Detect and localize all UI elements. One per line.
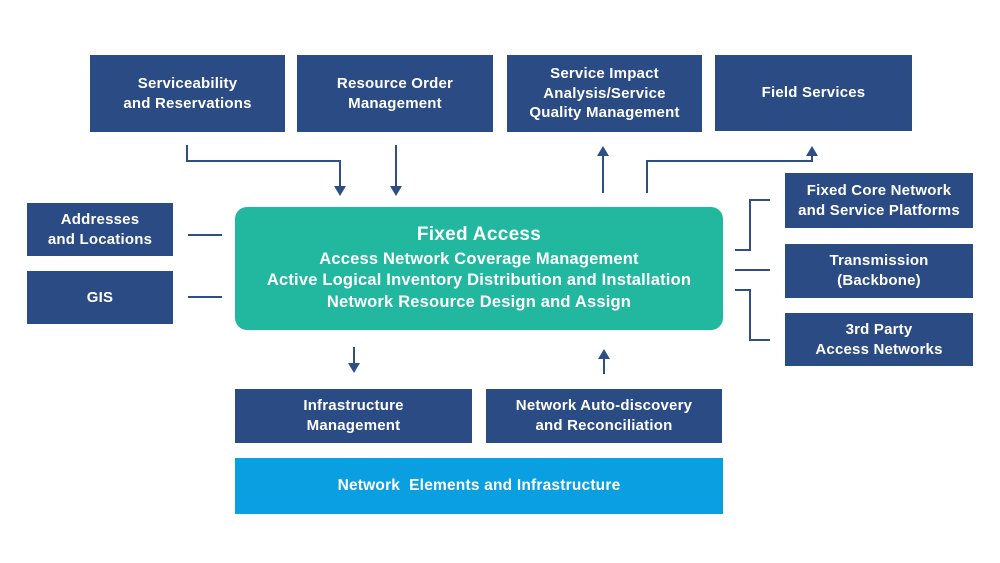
box-label: Resource Order Management xyxy=(336,74,454,112)
fixed-access-capability: Network Resource Design and Assign xyxy=(326,292,632,311)
box-label: Fixed Core Network and Service Platforms xyxy=(798,181,960,219)
box-serviceability-and-reservations: Serviceability and Reservations xyxy=(90,55,285,132)
box-label: Network Elements and Infrastructure xyxy=(337,476,621,494)
box-fixed-access: Fixed Access Access Network Coverage Man… xyxy=(235,207,723,330)
fixed-access-capability: Active Logical Inventory Distribution an… xyxy=(266,271,692,290)
box-label: Transmission (Backbone) xyxy=(829,252,929,289)
box-label: Network Auto-discovery and Reconciliatio… xyxy=(515,397,693,434)
box-label: Service Impact Analysis/Service Quality … xyxy=(529,64,680,122)
box-label: Infrastructure Management xyxy=(303,397,404,434)
box-resource-order-management: Resource Order Management xyxy=(297,55,493,132)
box-label: Addresses and Locations xyxy=(47,210,153,248)
box-label: Serviceability and Reservations xyxy=(123,74,252,112)
box-network-elements-and-infrastructure: Network Elements and Infrastructure xyxy=(235,458,723,514)
box-fixed-core-network: Fixed Core Network and Service Platforms xyxy=(785,173,973,228)
connector-fixed-access-to-fixed-core xyxy=(735,199,770,251)
connector-fixed-access-to-3rd-party xyxy=(735,289,770,341)
arrowhead-up-icon xyxy=(597,146,609,156)
box-label: GIS xyxy=(86,288,114,306)
box-label: 3rd Party Access Networks xyxy=(815,320,943,358)
box-transmission-backbone: Transmission (Backbone) xyxy=(785,244,973,298)
arrowhead-up-icon xyxy=(598,349,610,359)
box-infrastructure-management: Infrastructure Management xyxy=(235,389,472,443)
arrowhead-down-icon xyxy=(390,186,402,196)
arrowhead-down-icon xyxy=(334,186,346,196)
fixed-access-title: Fixed Access xyxy=(416,224,542,246)
box-gis: GIS xyxy=(27,271,173,324)
connector-serviceability-to-fixed-access xyxy=(186,145,341,187)
box-network-auto-discovery: Network Auto-discovery and Reconciliatio… xyxy=(486,389,722,443)
arrowhead-up-icon xyxy=(806,146,818,156)
box-field-services: Field Services xyxy=(715,55,912,131)
fixed-access-capability: Access Network Coverage Management xyxy=(319,250,639,269)
box-label: Field Services xyxy=(761,84,866,102)
arrowhead-down-icon xyxy=(348,363,360,373)
box-addresses-and-locations: Addresses and Locations xyxy=(27,203,173,256)
box-3rd-party-access-networks: 3rd Party Access Networks xyxy=(785,313,973,366)
box-service-impact-quality-management: Service Impact Analysis/Service Quality … xyxy=(507,55,702,132)
